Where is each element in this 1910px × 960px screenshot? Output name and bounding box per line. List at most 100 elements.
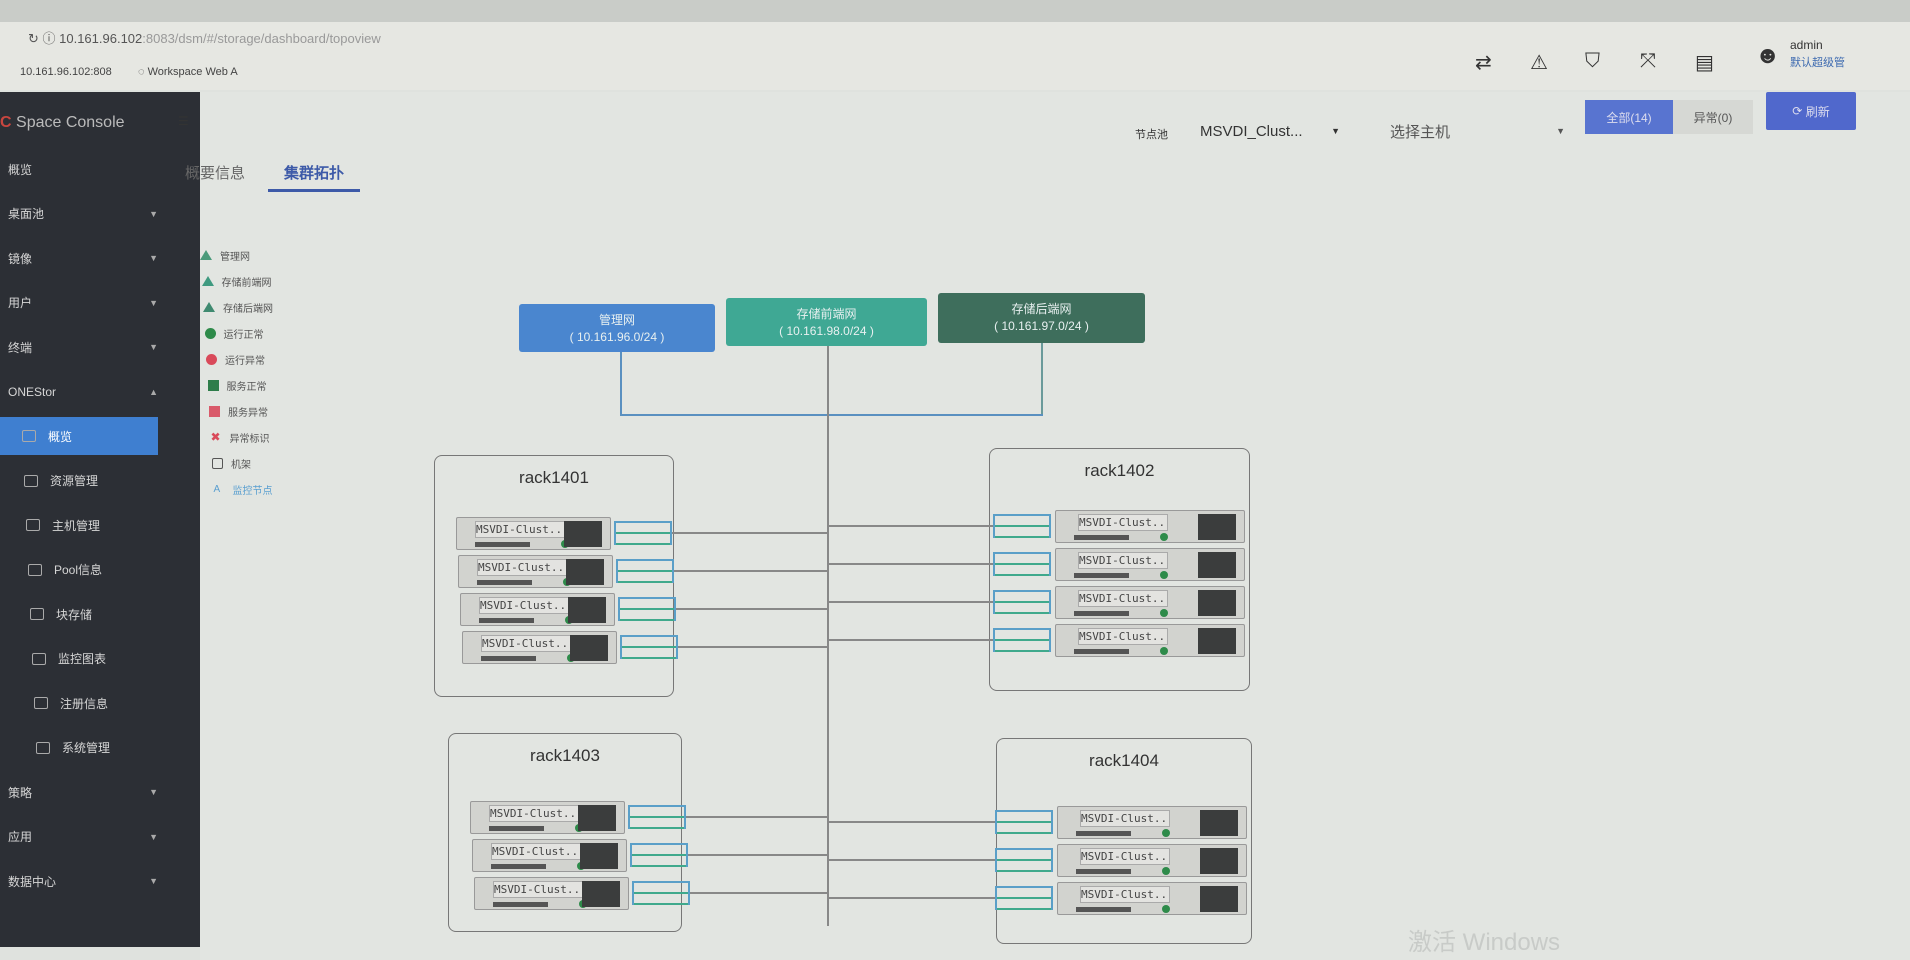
- server-node[interactable]: MSVDI-Clust...: [1055, 510, 1245, 543]
- server-panel: [1198, 552, 1236, 578]
- server-node[interactable]: MSVDI-Clust...: [1057, 806, 1247, 839]
- host-select[interactable]: 选择主机▼: [1390, 116, 1565, 146]
- refresh-button[interactable]: ⟳ 刷新: [1766, 92, 1856, 130]
- nic-ports: [630, 843, 688, 867]
- bus-line: [620, 414, 1043, 416]
- app-logo: C Space Console: [0, 114, 125, 132]
- sidebar-item[interactable]: 应用▼: [0, 818, 200, 856]
- logo-mark: C: [0, 114, 12, 131]
- sidebar-item[interactable]: 主机管理: [0, 506, 200, 544]
- menu-icon: [22, 430, 36, 442]
- server-panel: [566, 559, 604, 585]
- address-bar[interactable]: ↻ ⓘ 10.161.96.102:8083/dsm/#/storage/das…: [28, 31, 381, 46]
- sidebar-item[interactable]: Pool信息: [0, 551, 200, 589]
- sidebar-item[interactable]: 镜像 ▼: [0, 239, 200, 277]
- chevron-icon: ▼: [149, 342, 158, 352]
- sidebar-item[interactable]: 监控图表: [0, 640, 200, 678]
- rack[interactable]: rack1403: [448, 733, 682, 932]
- chevron-icon: ▲: [149, 386, 158, 397]
- status-dot: [1160, 647, 1168, 655]
- switch-icon[interactable]: ⇄: [1475, 52, 1492, 74]
- shield-icon[interactable]: ⛉: [1585, 50, 1600, 72]
- sidebar-item[interactable]: 概览: [0, 417, 158, 455]
- sidebar-item[interactable]: 桌面池▼: [0, 195, 200, 233]
- server-node[interactable]: MSVDI-Clust...: [474, 877, 629, 910]
- chevron-icon: ▼: [149, 253, 158, 263]
- status-dot: [1160, 571, 1168, 579]
- legend-label: 异常标识: [229, 433, 270, 445]
- server-bar: [1074, 611, 1129, 616]
- server-node[interactable]: MSVDI-Clust...: [1055, 586, 1245, 619]
- rack[interactable]: rack1402: [989, 448, 1250, 691]
- server-node[interactable]: MSVDI-Clust...: [456, 517, 611, 550]
- status-dot: [1162, 867, 1170, 875]
- server-link: [829, 859, 995, 861]
- box-icon: [212, 457, 223, 469]
- server-node[interactable]: MSVDI-Clust...: [1057, 882, 1247, 915]
- legend-label: 存储后端网: [223, 303, 273, 315]
- status-dot: [1162, 905, 1170, 913]
- menu-icon: [32, 652, 46, 665]
- sidebar-item[interactable]: 资源管理: [0, 462, 200, 500]
- sidebar-item-label: 应用: [8, 830, 33, 844]
- clipboard-icon[interactable]: ▤: [1695, 52, 1714, 74]
- collapse-sidebar-icon[interactable]: ☰: [178, 114, 189, 128]
- legend-item: 服务正常: [200, 372, 273, 398]
- nic-ports: [995, 886, 1053, 910]
- server-node[interactable]: MSVDI-Clust...: [1055, 624, 1245, 657]
- sidebar-item-label: 系统管理: [62, 741, 111, 755]
- server-bar: [475, 542, 530, 547]
- server-link: [688, 854, 827, 856]
- host-select-placeholder: 选择主机: [1390, 123, 1451, 141]
- server-label: MSVDI-Clust...: [1078, 628, 1168, 645]
- tab-overview[interactable]: 概要信息: [185, 165, 246, 182]
- server-link: [690, 892, 827, 894]
- alert-icon[interactable]: ⚠: [1530, 52, 1548, 74]
- chevron-icon: ▼: [149, 208, 158, 219]
- link-line: [620, 352, 622, 416]
- server-node[interactable]: MSVDI-Clust...: [460, 593, 615, 626]
- nic-ports: [993, 552, 1051, 576]
- sidebar-item[interactable]: 概览: [0, 150, 200, 188]
- network-node[interactable]: 存储前端网( 10.161.98.0/24 ): [726, 298, 927, 346]
- avatar[interactable]: ☻: [1755, 42, 1781, 69]
- sidebar-item[interactable]: 系统管理: [0, 729, 200, 767]
- server-node[interactable]: MSVDI-Clust...: [1057, 844, 1247, 877]
- filter-all-button[interactable]: 全部(14): [1585, 100, 1673, 134]
- network-name: 管理网: [598, 313, 635, 327]
- bookmark-1[interactable]: 10.161.96.102:808: [20, 66, 112, 78]
- bookmark-2[interactable]: ◌ Workspace Web A: [138, 66, 238, 78]
- sidebar-item[interactable]: 策略▼: [0, 773, 200, 811]
- rack[interactable]: rack1404: [996, 738, 1252, 944]
- pool-select[interactable]: MSVDI_Clust...▼: [1200, 116, 1340, 146]
- user-name[interactable]: admin: [1790, 38, 1823, 52]
- sidebar-item[interactable]: 数据中心▼: [0, 862, 200, 900]
- tab-cluster-topology[interactable]: 集群拓扑: [268, 162, 361, 192]
- server-link: [829, 601, 993, 603]
- server-link: [674, 570, 827, 572]
- browser-tabstrip[interactable]: [0, 0, 1910, 22]
- server-node[interactable]: MSVDI-Clust...: [462, 631, 617, 664]
- fullscreen-icon[interactable]: ⤧: [1640, 50, 1656, 72]
- network-node[interactable]: 管理网 ( 10.161.96.0/24 ): [519, 304, 715, 352]
- server-node[interactable]: MSVDI-Clust...: [472, 839, 627, 872]
- network-node[interactable]: 存储后端网( 10.161.97.0/24 ): [938, 293, 1145, 343]
- sidebar-item-label: 策略: [8, 785, 33, 800]
- sidebar-item[interactable]: 终端▼: [0, 328, 200, 366]
- sidebar-item[interactable]: ONEStor▲: [0, 373, 200, 411]
- sidebar-item-label: 注册信息: [60, 696, 109, 711]
- server-panel: [578, 805, 616, 831]
- sidebar-item-label: 镜像: [8, 251, 33, 266]
- server-node[interactable]: MSVDI-Clust...: [458, 555, 613, 588]
- filter-abnormal-button[interactable]: 异常(0): [1673, 100, 1753, 134]
- sidebar-item[interactable]: 用户▼: [0, 284, 200, 322]
- chevron-icon: ▼: [149, 876, 158, 886]
- sidebar-item[interactable]: 注册信息: [0, 684, 200, 722]
- server-node[interactable]: MSVDI-Clust...: [1055, 548, 1245, 581]
- chevron-icon: ▼: [149, 297, 158, 308]
- sidebar-item[interactable]: 块存储: [0, 595, 200, 633]
- server-node[interactable]: MSVDI-Clust...: [470, 801, 625, 834]
- sidebar-item-label: 概览: [48, 429, 73, 444]
- server-panel: [570, 635, 608, 661]
- network-subnet: ( 10.161.96.0/24 ): [569, 330, 665, 344]
